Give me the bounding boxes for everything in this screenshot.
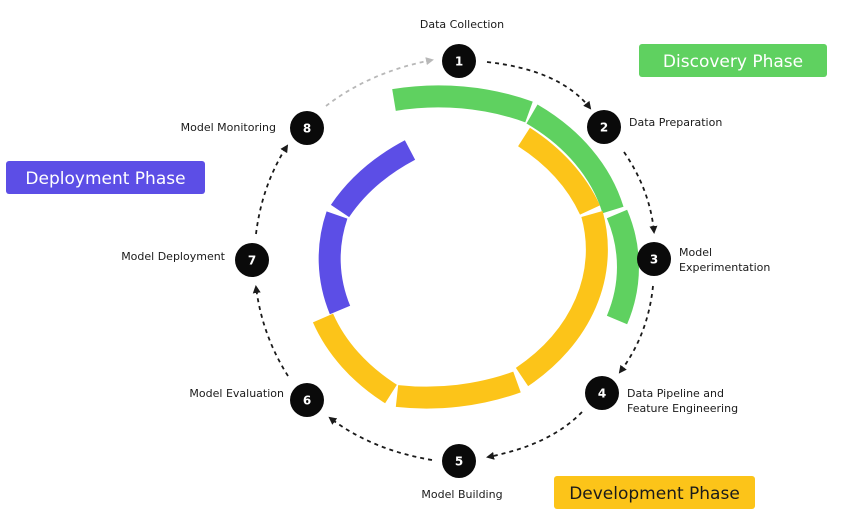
arrow-8-to-1 — [325, 57, 434, 107]
arrow-6-to-7 — [252, 285, 289, 377]
phase-arcs — [312, 85, 639, 409]
step-number: 1 — [455, 55, 463, 69]
step-label-8: Model Monitoring — [181, 121, 276, 134]
deployment-arc-1 — [318, 211, 351, 315]
step-label-3: Model Experimentation — [679, 246, 770, 274]
step-label-5: Model Building — [421, 488, 502, 501]
development-arc-1 — [517, 127, 600, 215]
step-node-7[interactable]: 7 — [235, 243, 269, 277]
step-label-line: Data Collection — [420, 18, 504, 31]
step-number: 2 — [600, 121, 608, 135]
arrow-4-to-5 — [486, 411, 583, 460]
step-label-7: Model Deployment — [121, 250, 225, 263]
step-node-3[interactable]: 3 — [637, 242, 671, 276]
discovery-phase-badge: Discovery Phase — [639, 44, 827, 77]
step-number: 6 — [303, 394, 311, 408]
deployment-arc-2 — [330, 140, 416, 218]
step-node-6[interactable]: 6 — [290, 383, 324, 417]
arrow-3-to-4 — [618, 285, 654, 374]
arrow-1-to-2 — [486, 61, 592, 110]
step-number: 7 — [248, 254, 256, 268]
step-node-2[interactable]: 2 — [587, 110, 621, 144]
step-node-1[interactable]: 1 — [442, 44, 476, 78]
step-node-8[interactable]: 8 — [290, 111, 324, 145]
discovery-phase-label: Discovery Phase — [663, 52, 803, 72]
deployment-phase-badge: Deployment Phase — [6, 161, 205, 194]
discovery-arc-1 — [392, 85, 533, 123]
step-number: 5 — [455, 455, 463, 469]
step-label-line: Model Evaluation — [189, 387, 284, 400]
step-label-line: Model Monitoring — [181, 121, 276, 134]
flow-arrows — [252, 57, 658, 461]
development-phase-label: Development Phase — [569, 484, 740, 504]
arrow-2-to-3 — [623, 151, 658, 234]
step-label-1: Data Collection — [420, 18, 504, 31]
development-arc-4 — [312, 313, 398, 404]
step-number: 3 — [650, 253, 658, 267]
step-label-line: Model — [679, 246, 712, 259]
step-node-5[interactable]: 5 — [442, 444, 476, 478]
step-label-4: Data Pipeline and Feature Engineering — [627, 387, 738, 415]
discovery-arc-3 — [606, 209, 639, 325]
step-label-line: Experimentation — [679, 261, 770, 274]
step-label-line: Model Building — [421, 488, 502, 501]
development-arc-3 — [395, 371, 521, 409]
step-label-6: Model Evaluation — [189, 387, 284, 400]
step-label-line: Data Preparation — [629, 116, 722, 129]
step-label-line: Data Pipeline and — [627, 387, 724, 400]
step-node-4[interactable]: 4 — [585, 376, 619, 410]
step-number: 8 — [303, 122, 311, 136]
discovery-arc-2 — [526, 104, 624, 214]
step-nodes: 1 2 3 4 5 6 7 8 — [235, 44, 671, 478]
arrow-7-to-8 — [255, 144, 289, 235]
step-number: 4 — [598, 387, 606, 401]
development-arc-2 — [515, 211, 608, 387]
step-labels: Data Collection Data Preparation Model E… — [121, 18, 770, 501]
development-phase-badge: Development Phase — [554, 476, 755, 509]
step-label-line: Feature Engineering — [627, 402, 738, 415]
step-label-2: Data Preparation — [629, 116, 722, 129]
deployment-phase-label: Deployment Phase — [25, 169, 185, 189]
arrow-5-to-6 — [328, 416, 433, 461]
step-label-line: Model Deployment — [121, 250, 225, 263]
